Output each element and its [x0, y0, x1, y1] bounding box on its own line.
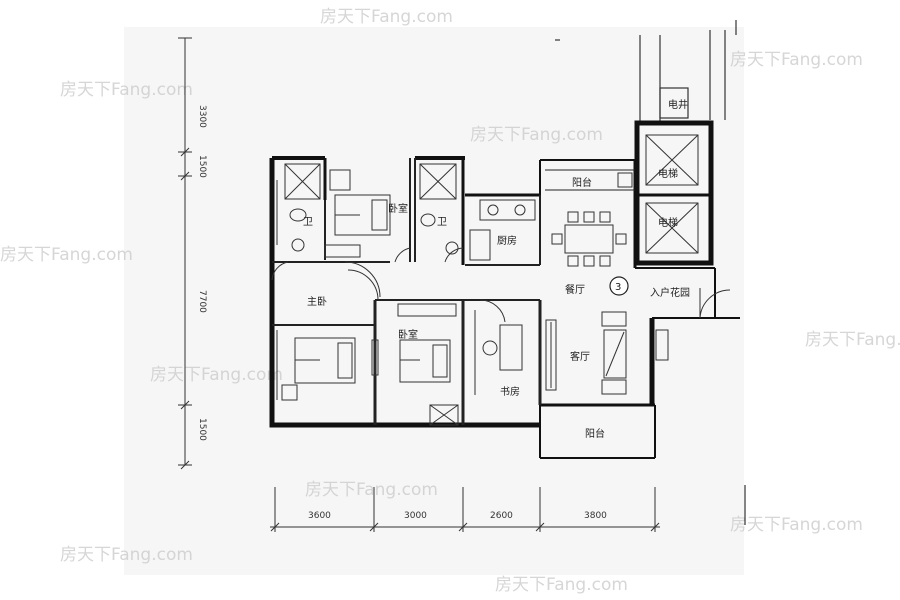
dining-table [551, 211, 627, 267]
doors [271, 247, 731, 323]
watermark: 房天下Fang.com [495, 575, 628, 595]
room-label: 电梯 [658, 167, 678, 180]
watermark: 房天下Fang.com [60, 545, 193, 565]
room-label: 电梯 [658, 216, 678, 229]
watermark: 房天下Fang.com [0, 245, 133, 265]
watermarks: 房天下Fang.com 房天下Fang.com 房天下Fang.com 房天下F… [0, 7, 900, 595]
room-label: 客厅 [570, 350, 590, 363]
bed-middle [397, 303, 459, 426]
watermark: 房天下Fang.com [305, 480, 438, 500]
watermark: 房天下Fang.com [805, 330, 900, 350]
master-bed [281, 337, 356, 401]
bed-upper [324, 169, 391, 258]
horizontal-dimension [270, 487, 660, 532]
dimension-label: 7700 [197, 290, 207, 313]
dimension-label: 1500 [197, 155, 207, 178]
room-label: 卫 [437, 217, 447, 228]
appliance [617, 172, 633, 188]
dimension-label: 2600 [490, 511, 513, 521]
watermark: 房天下Fang.com [470, 125, 603, 145]
windows [276, 180, 557, 400]
room-label: 入户花园 [650, 286, 690, 299]
dimension-label: 3300 [197, 105, 207, 128]
bathroom-left [284, 163, 321, 252]
kitchen [469, 199, 536, 261]
dimension-label: 3000 [404, 511, 427, 521]
room-label: 卧室 [388, 202, 408, 215]
interior-walls [272, 158, 635, 425]
adjacent-building [555, 20, 746, 525]
bathroom-right [419, 163, 459, 255]
dimension-label: 1500 [197, 418, 207, 441]
room-label: 厨房 [497, 234, 517, 247]
room-label: 餐厅 [565, 283, 585, 296]
marker-number: 3 [615, 282, 621, 293]
dimension-label: 3800 [584, 511, 607, 521]
watermark: 房天下Fang.com [320, 7, 453, 27]
room-label: 阳台 [585, 427, 605, 440]
marker-circle [609, 276, 629, 296]
dimension-label: 3600 [308, 511, 331, 521]
room-label: 电井 [668, 98, 688, 111]
watermark: 房天下Fang.com [730, 50, 863, 70]
room-label: 卧室 [398, 328, 418, 341]
room-label: 阳台 [572, 176, 592, 189]
watermark: 房天下Fang.com [730, 515, 863, 535]
elevator-core [634, 120, 714, 266]
room-label: 主卧 [307, 295, 327, 308]
room-label: 卫 [303, 217, 313, 228]
watermark: 房天下Fang.com [60, 80, 193, 100]
living-sofa [601, 311, 669, 395]
vertical-dimension [178, 37, 192, 470]
study-desk [474, 310, 523, 395]
watermark: 房天下Fang.com [150, 365, 283, 385]
room-label: 书房 [500, 385, 520, 398]
